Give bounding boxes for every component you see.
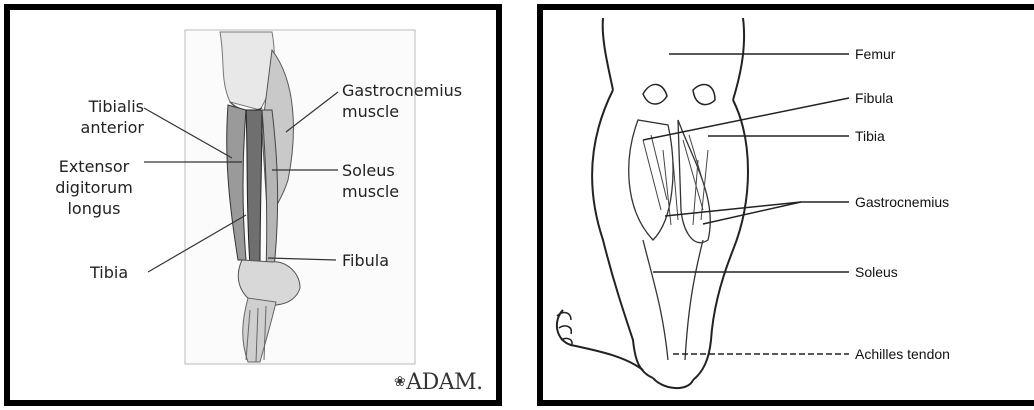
label-tibialis-anterior: Tibialis anterior [64, 96, 144, 138]
leader-fibula [643, 98, 849, 140]
right-leg-sketch [543, 10, 1034, 406]
label-soleus: Soleus [855, 264, 898, 280]
left-diagram-panel: Tibialis anterior Extensor digitorum lon… [4, 4, 502, 406]
thigh-outline-left [603, 18, 613, 90]
thigh-outline-right [733, 18, 744, 100]
adam-logo: ❀ADAM. [394, 370, 483, 395]
calf-outline-right [693, 100, 748, 380]
label-achilles-tendon: Achilles tendon [855, 346, 950, 362]
gastrocnemius-lateral-head [678, 120, 710, 243]
label-fibula: Fibula [855, 90, 893, 106]
label-tibia: Tibia [855, 128, 885, 144]
logo-mark-icon: ❀ [394, 374, 405, 390]
calf-outline-left [592, 90, 653, 378]
label-tibia: Tibia [90, 262, 128, 283]
soleus-outline [643, 240, 668, 360]
label-gastrocnemius-muscle: Gastrocnemius muscle [342, 80, 462, 122]
label-femur: Femur [855, 46, 895, 62]
label-soleus-muscle: Soleus muscle [342, 160, 399, 202]
leader-gastrocnemius-b [703, 202, 801, 224]
label-extensor-digitorum-longus: Extensor digitorum longus [44, 156, 144, 219]
label-fibula: Fibula [342, 250, 389, 271]
leader-gastrocnemius-a [665, 202, 801, 216]
label-gastrocnemius: Gastrocnemius [855, 194, 949, 210]
heel-outline [653, 378, 693, 388]
right-diagram-panel: Femur Fibula Tibia Gastrocnemius Soleus … [537, 4, 1034, 406]
extensor-muscle [246, 110, 262, 265]
